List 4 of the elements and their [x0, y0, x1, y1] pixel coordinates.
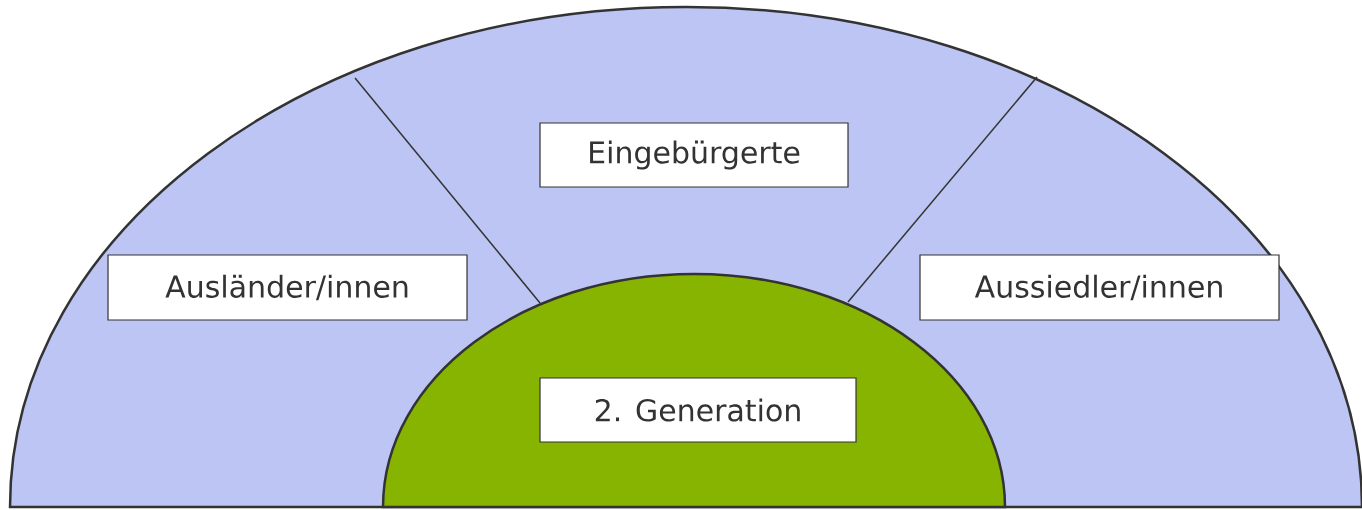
label-box: Eingebürgerte	[539, 122, 849, 188]
label-box: Ausländer/innen	[107, 254, 468, 321]
label-box: Aussiedler/innen	[919, 254, 1280, 321]
label-box: 2. Generation	[539, 377, 857, 443]
